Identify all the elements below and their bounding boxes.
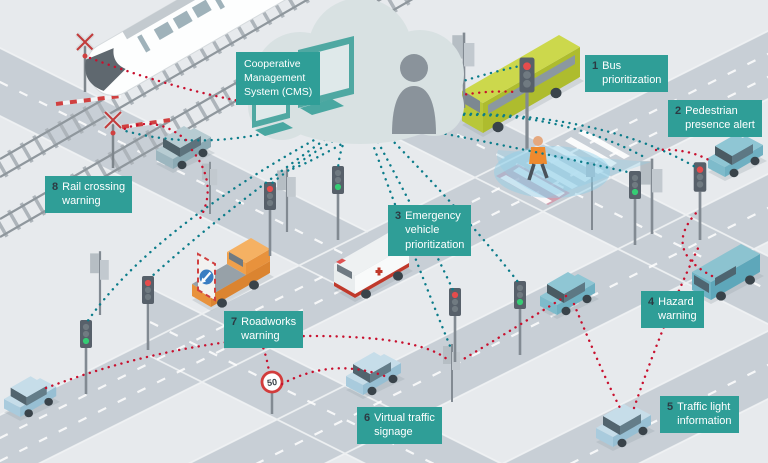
callout-emergency-vehicle-prioritization: 3 Emergency vehicle prioritization [388,205,472,256]
callout-label: Roadworks warning [241,316,297,343]
callout-number: 8 [52,181,59,193]
callout-number: 4 [648,296,655,308]
callout-label: Bus prioritization [602,60,662,87]
rail-crossing [55,32,171,168]
callout-roadworks-warning: 7 Roadworks warning [224,311,304,348]
callout-label: Emergency vehicle prioritization [405,210,465,251]
callout-bus-prioritization: 1 Bus prioritization [585,55,669,92]
pedestrian [527,136,549,181]
callout-pedestrian-presence-alert: 2 Pedestrian presence alert [668,100,762,137]
lane-markings [0,52,768,463]
callout-traffic-light-information: 5 Traffic light information [660,396,739,433]
zebra-crossing [496,130,630,205]
callout-number: 5 [667,401,674,413]
callout-number: 2 [675,105,682,117]
callout-label: Hazard warning [658,296,697,323]
callout-number: 7 [231,316,238,328]
pedestrian-sensor-pole [586,162,595,230]
callout-rail-crossing-warning: 8 Rail crossing warning [45,176,133,213]
callout-label: Pedestrian presence alert [685,105,755,132]
callout-hazard-warning: 4 Hazard warning [641,291,704,328]
speed-limit-value: 50 [266,377,277,388]
operator-silhouette [392,54,436,134]
callout-virtual-traffic-signage: 6 Virtual traffic signage [357,407,442,444]
callout-label: Virtual traffic signage [374,412,435,439]
car-top-right [708,134,767,181]
train [85,0,313,96]
callout-number: 1 [592,60,599,72]
variable-message-sign [197,252,216,302]
callout-number: 6 [364,412,371,424]
callout-label: Rail crossing warning [62,181,126,208]
roadworks-truck [192,238,274,311]
callout-number: 3 [395,210,402,222]
hazard-van [692,244,764,304]
cms-label: Cooperative Management System (CMS) [236,52,321,105]
callout-label: Traffic light information [677,401,732,428]
speed-limit-sign: 50 [260,370,284,414]
